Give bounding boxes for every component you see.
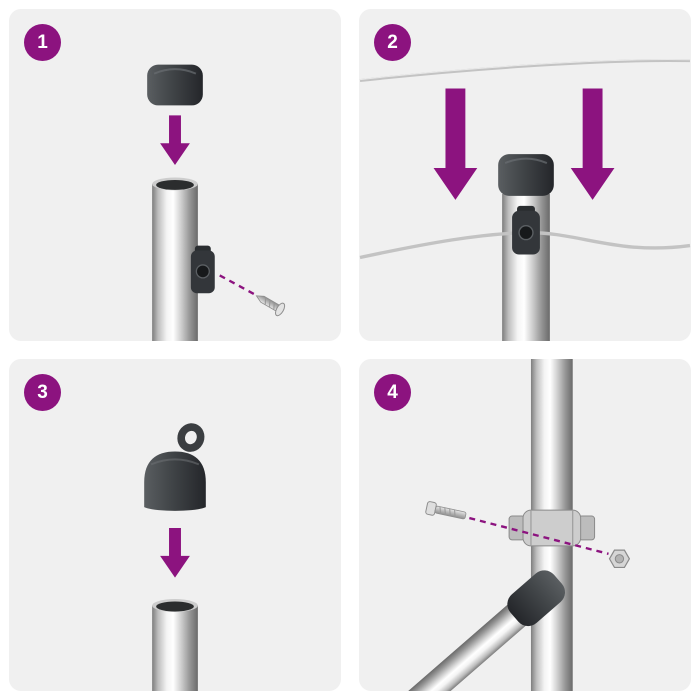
pole-cap xyxy=(147,64,203,106)
screw-guide-dashed-line xyxy=(469,516,609,555)
step-2-illustration xyxy=(359,58,691,341)
cord-clip xyxy=(512,205,540,255)
bolt xyxy=(425,501,467,520)
step-panel-1: 1 xyxy=(9,9,341,341)
step-number-badge: 1 xyxy=(24,24,61,61)
step-number-badge: 4 xyxy=(374,374,411,411)
step-4-illustration xyxy=(359,359,631,691)
step-number: 2 xyxy=(387,31,398,53)
step-number-badge: 2 xyxy=(374,24,411,61)
top-line xyxy=(359,58,691,83)
step-number: 4 xyxy=(387,381,398,403)
screw xyxy=(255,295,286,317)
eyelet-cap xyxy=(144,423,206,511)
arrow-down-icon xyxy=(570,88,615,200)
step-number: 1 xyxy=(37,31,48,53)
step-panel-2: 2 xyxy=(359,9,691,341)
step-number: 3 xyxy=(37,381,48,403)
nut xyxy=(608,549,631,569)
arrow-down-icon xyxy=(433,88,478,200)
pole-cap xyxy=(498,154,554,196)
diagonal-pole xyxy=(359,570,566,691)
pole xyxy=(152,177,198,341)
step-3-illustration xyxy=(144,423,206,691)
arrow-down-icon xyxy=(160,115,190,166)
clamp xyxy=(508,509,596,547)
step-panel-4: 4 xyxy=(359,359,691,691)
screw-guide-dashed-line xyxy=(219,274,256,296)
cord-clip xyxy=(190,245,215,294)
step-1-illustration xyxy=(147,64,286,341)
step-panel-3: 3 xyxy=(9,359,341,691)
arrow-down-icon xyxy=(160,527,190,578)
step-number-badge: 3 xyxy=(24,374,61,411)
brace-connector xyxy=(507,570,566,627)
pole xyxy=(152,599,198,691)
